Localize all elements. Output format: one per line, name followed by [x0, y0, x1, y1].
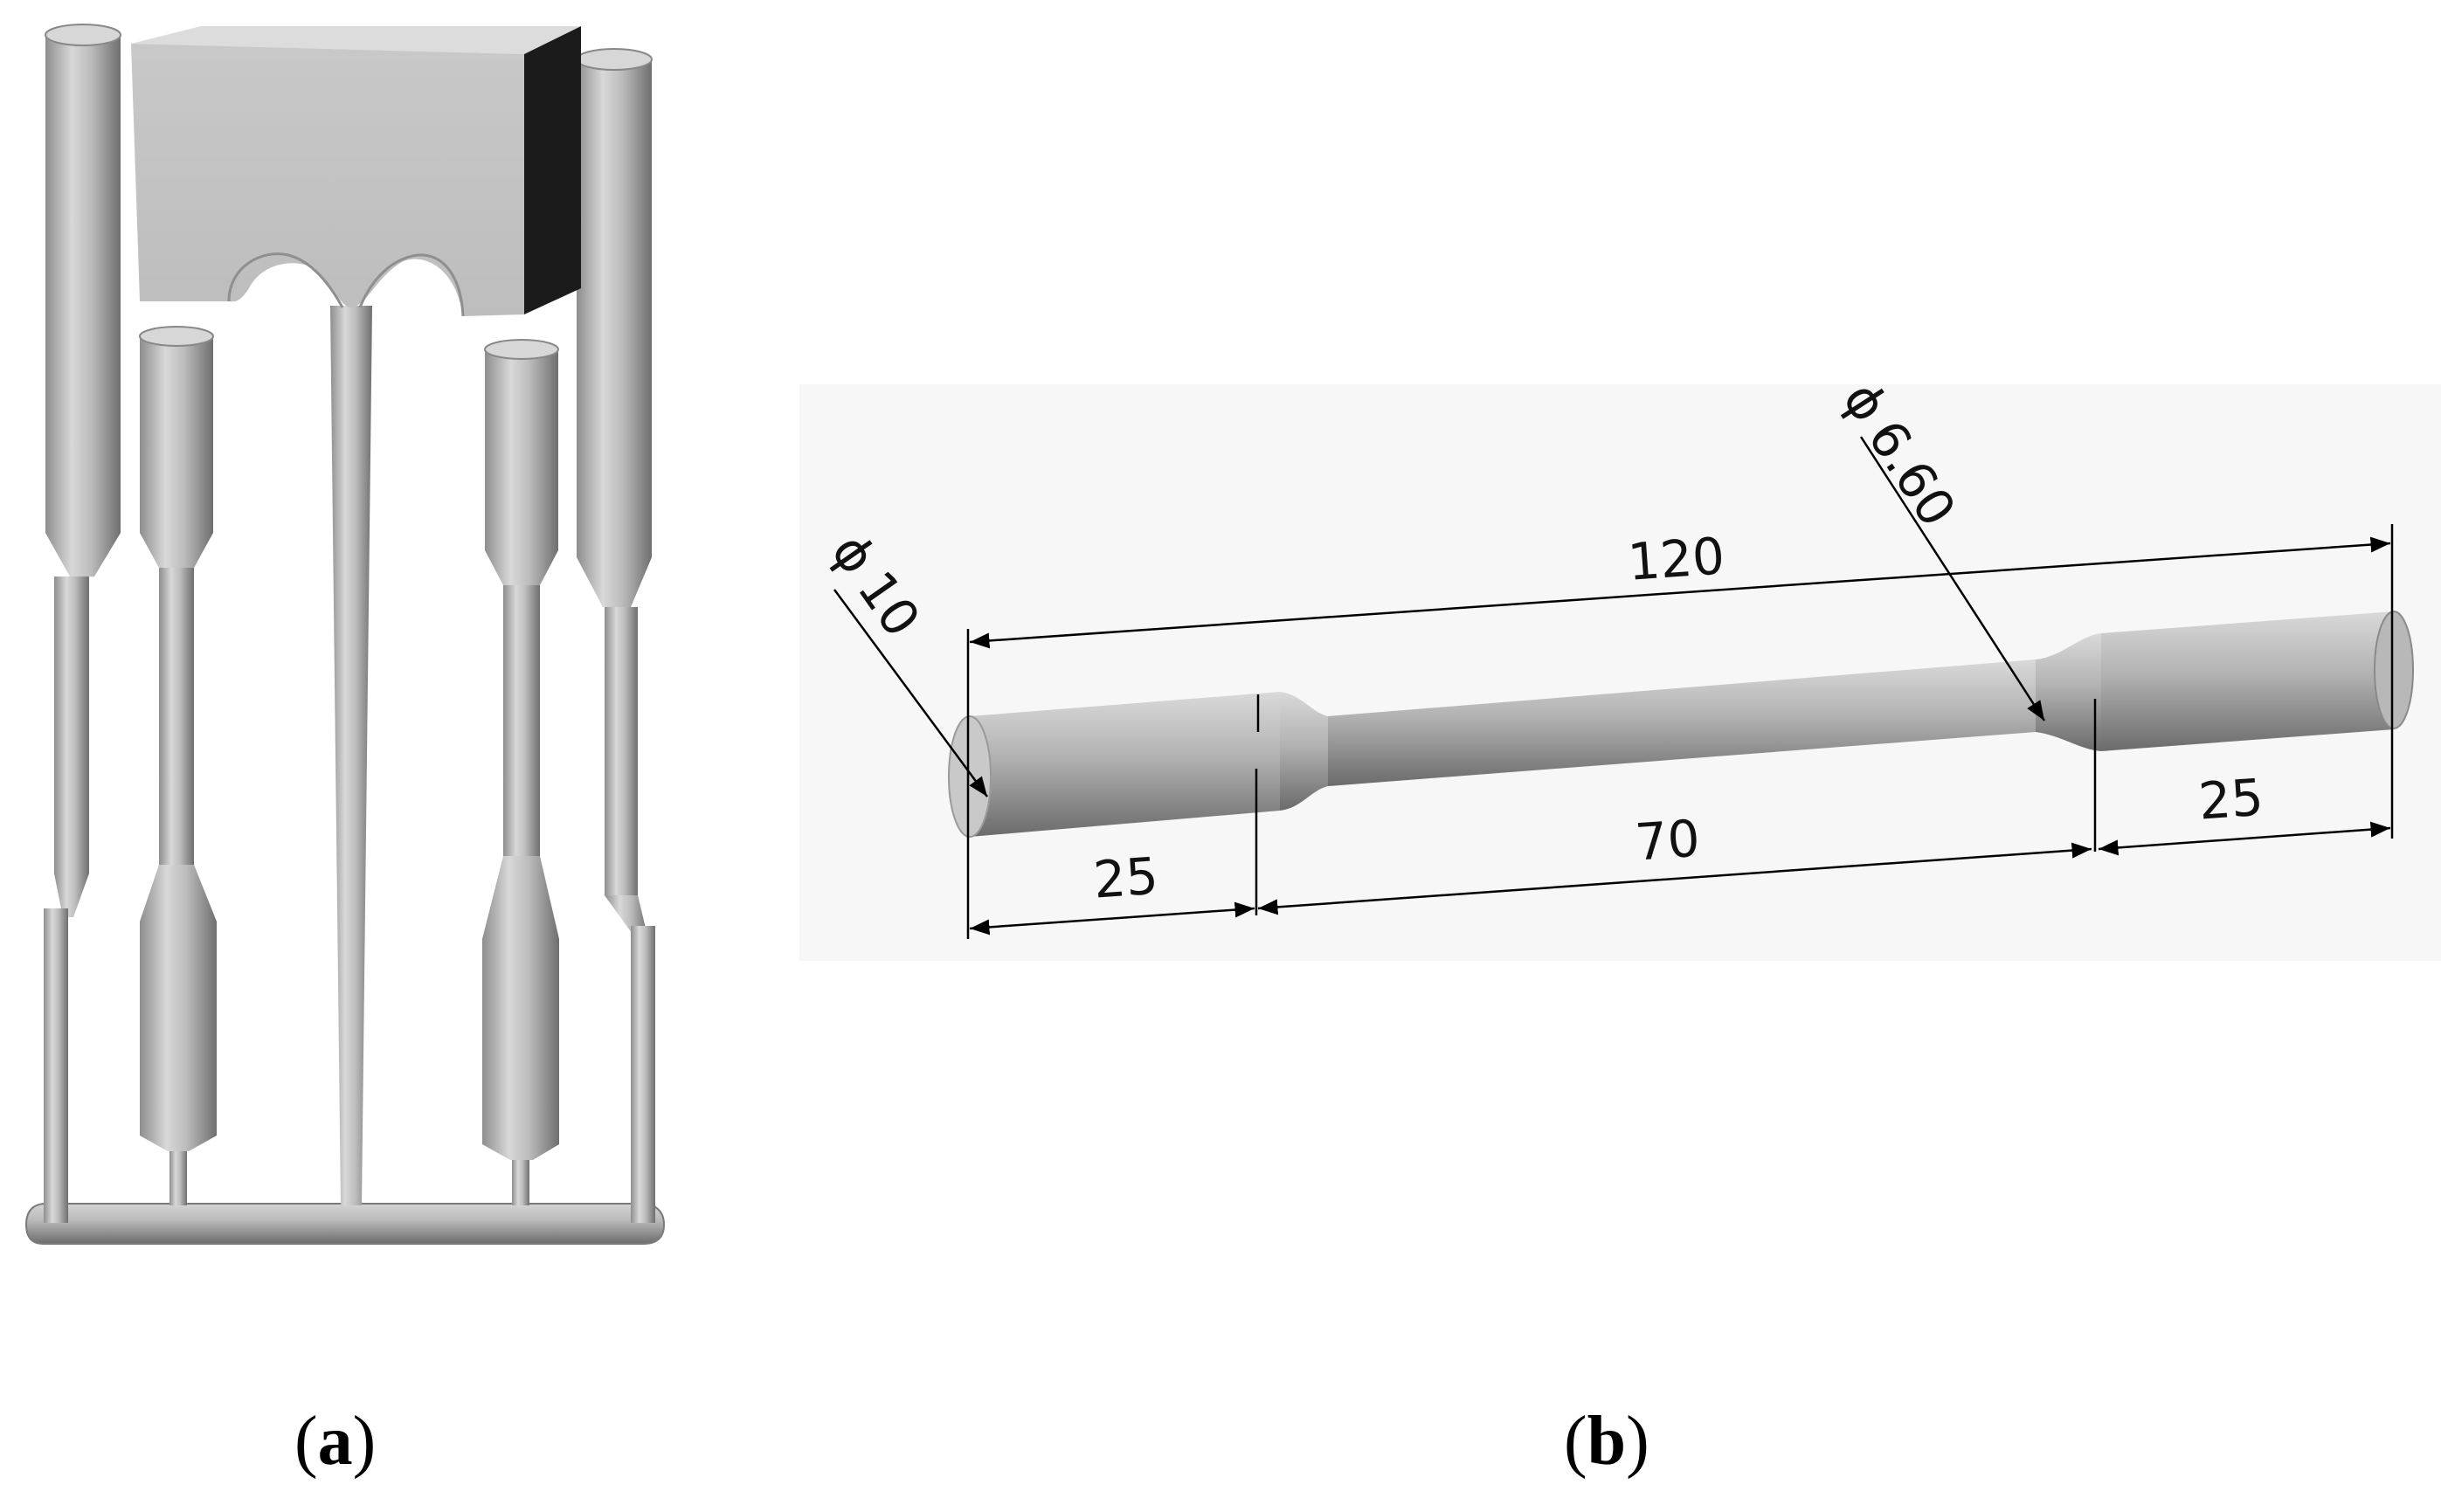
block-side-face: [524, 26, 581, 314]
specimen-right-end-face: [2374, 611, 2414, 729]
right-riser: [576, 48, 655, 1223]
dim-line-gauge: [1257, 842, 2092, 915]
block-top-face: [131, 26, 581, 54]
specimen-left-grip: [970, 692, 1280, 837]
dim-line-right-grip: [2098, 821, 2391, 856]
dim-line-left-grip: [969, 901, 1255, 936]
dim-right-grip-length: 25: [2196, 768, 2265, 832]
caption-b-label: b: [1587, 1403, 1627, 1480]
dim-line-total: [969, 536, 2391, 649]
central-sprue: [330, 306, 372, 1205]
caption-panel-b: (b): [1564, 1403, 1649, 1480]
top-feeder-block: [131, 26, 581, 317]
dim-leader-grip-diameter: [833, 589, 989, 797]
panel-b-specimen-drawing: 120 25 70 25 ϕ 10 ϕ 6.60: [799, 372, 2441, 961]
dimension-lines: [833, 436, 2394, 939]
arch-left: [227, 252, 344, 308]
arch-right: [358, 253, 465, 317]
caption-panel-a: (a): [294, 1403, 377, 1480]
dim-leader-gauge-diameter: [1859, 436, 2046, 721]
dim-gauge-length: 70: [1633, 809, 1701, 873]
specimen-gauge-section: [1328, 659, 2036, 786]
specimen-right-grip: [2101, 611, 2394, 751]
right-specimen: [482, 339, 559, 1205]
caption-a-label: a: [317, 1403, 353, 1480]
specimen-right-fillet: [2036, 633, 2101, 751]
panel-a-casting-assembly: [24, 24, 666, 1245]
specimen-left-fillet: [1280, 692, 1328, 811]
left-specimen: [139, 326, 217, 1205]
dim-total-length: 120: [1626, 526, 1726, 592]
left-riser: [44, 24, 121, 1223]
dim-left-grip-length: 25: [1091, 846, 1159, 910]
runner-bar: [24, 1203, 666, 1245]
block-front-face: [131, 44, 524, 316]
specimen-left-end-face: [948, 715, 992, 838]
